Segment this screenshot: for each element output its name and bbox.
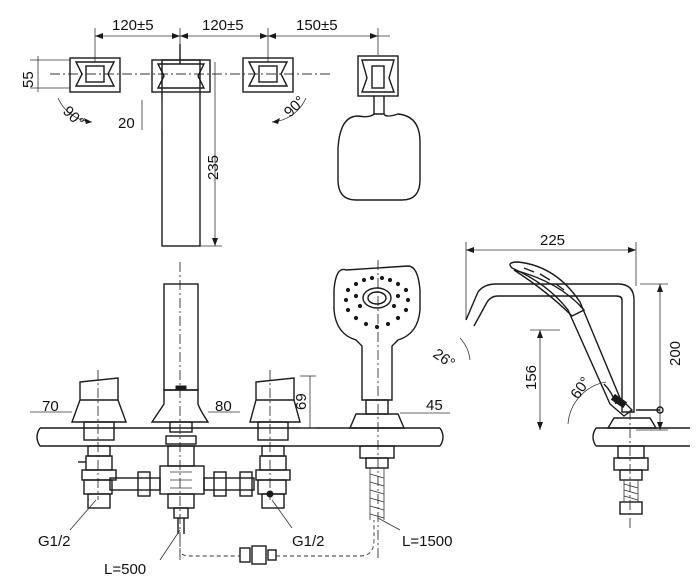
dim-handle-base: 70 xyxy=(42,398,59,415)
dim-spout-base: 80 xyxy=(215,398,232,415)
right-handle-front: 69 xyxy=(249,375,316,509)
dim-spacing-right: 150±5 xyxy=(296,17,338,34)
dim-spout-length: 235 xyxy=(205,155,222,180)
right-handle-top: 90° xyxy=(242,57,309,124)
connector-hose xyxy=(179,520,375,565)
dim-arm-angle: 26° xyxy=(430,345,458,372)
dim-handle-height: 55 xyxy=(20,71,37,88)
dim-holder-height: 156 xyxy=(523,365,540,390)
dim-spout-offset: 20 xyxy=(118,115,135,132)
left-handle-front: 70 xyxy=(30,377,127,509)
dim-shower-height: 200 xyxy=(667,341,684,366)
spout-top: 235 20 xyxy=(118,44,222,247)
side-view: 225 200 156 26° 60° xyxy=(430,232,690,530)
dim-deck-thickness: 45 xyxy=(426,397,443,414)
callout-shower-hose: L=1500 xyxy=(402,533,452,550)
left-handle-top: 90° xyxy=(57,57,121,131)
spout-front: 80 xyxy=(150,283,240,534)
hand-shower-top xyxy=(337,55,421,201)
callout-inlet-right: G1/2 xyxy=(292,533,325,550)
front-view: 45 70 80 xyxy=(30,260,452,578)
dim-spout-height: 69 xyxy=(293,393,310,410)
callout-hose-connector: L=500 xyxy=(104,561,146,578)
callout-inlet-left: G1/2 xyxy=(38,533,71,550)
dim-spacing-left: 120±5 xyxy=(112,17,154,34)
dim-shower-reach: 225 xyxy=(540,232,565,249)
dim-spacing-mid: 120±5 xyxy=(202,17,244,34)
dim-angle-right: 90° xyxy=(281,93,309,121)
connector-pipes xyxy=(109,471,255,497)
hand-shower-front xyxy=(333,265,421,520)
dim-holder-angle: 60° xyxy=(567,374,594,402)
top-view: 120±5 120±5 150±5 55 90° 235 xyxy=(20,17,421,247)
